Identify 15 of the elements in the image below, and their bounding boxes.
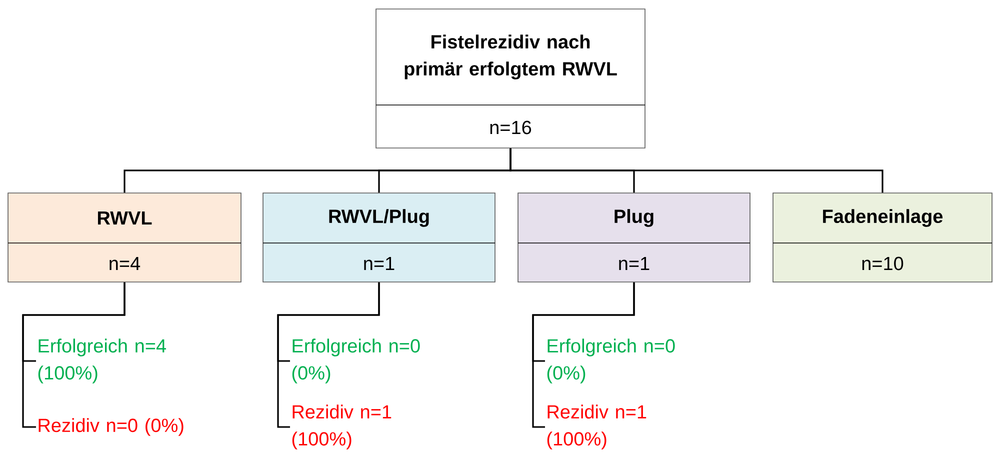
outcome-text: Erfolgreich n=0 (0%) — [292, 338, 420, 384]
outcome-text: Rezidiv n=1 (100%) — [292, 404, 392, 450]
table-box: RWVL/Plug n=1 — [262, 192, 496, 282]
connector-line — [22, 282, 126, 428]
table-box: Fadeneinlage n=10 — [772, 192, 992, 282]
connector-line — [510, 148, 884, 193]
outcome-text: Erfolgreich n=4 (100%) — [38, 338, 166, 384]
table-box: Plug n=1 — [518, 192, 750, 282]
connector-line — [532, 282, 635, 428]
outcome-text: Rezidiv n=0 (0%) — [38, 418, 184, 436]
table-box: Fistelrezidiv nach primär erfolgtem RWVL n=16 — [376, 8, 646, 148]
outcome-text: Erfolgreich n=0 (0%) — [547, 338, 675, 384]
connector-line — [277, 282, 380, 428]
outcome-text: Rezidiv n=1 (100%) — [547, 404, 646, 450]
table-box: RWVL n=4 — [8, 192, 242, 282]
